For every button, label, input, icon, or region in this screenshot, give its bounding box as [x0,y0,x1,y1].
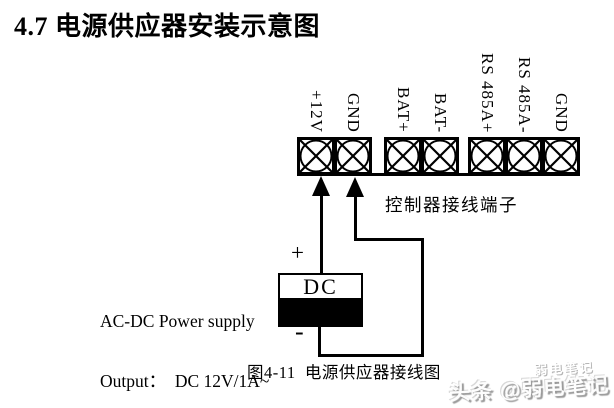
arrow-up-icon [312,176,330,196]
terminal-screw-icon [297,137,335,175]
watermark-echo-text: 弱电笔记 [533,359,595,378]
terminal-screw-icon [334,137,372,175]
dc-box-negative-section [280,298,361,325]
wire-minus-segment [420,238,424,357]
terminal-screw-icon [505,137,543,175]
terminal-screw-icon [384,137,422,175]
power-supply-description-line1: AC-DC Power supply [100,311,255,331]
power-supply-description-line2: Output： DC 12V/1A~ [100,371,270,391]
terminal-screw-icon [421,137,459,175]
dc-power-supply-box: DC [278,273,363,327]
terminal-label-bat-minus: BAT- [431,92,450,133]
terminal-screw-icon [468,137,506,175]
wire-minus-segment [318,354,424,357]
wire-minus-segment [318,325,321,356]
terminal-screw-icon [542,137,580,175]
terminal-label-rs485a-plus: RS 485A+ [478,52,497,133]
wire-plus [319,193,323,274]
page-title: 4.7 电源供应器安装示意图 [14,12,321,41]
watermark-text: 头条 @弱电笔记 [448,373,610,406]
terminal-label-gnd-1: GND [344,93,363,133]
polarity-plus-label: + [291,240,304,265]
wire-minus-segment [353,238,424,241]
polarity-minus-label: - [295,317,304,346]
wire-minus-segment [353,194,357,241]
figure-caption: 图4-11 电源供应器接线图 [247,363,441,382]
terminal-label-gnd-2: GND [552,93,571,133]
terminal-label-bat-plus: BAT+ [394,87,413,133]
terminal-label-12v: +12V [307,90,326,133]
controller-terminal-label: 控制器接线端子 [385,195,518,215]
power-supply-description: AC-DC Power supply Output： DC 12V/1A~ [100,271,269,408]
watermark: 弱电笔记 头条 @弱电笔记 [440,356,612,408]
terminal-label-rs485a-minus: RS 485A- [515,56,534,133]
arrow-up-icon [346,177,364,197]
dc-box-label: DC [280,275,361,298]
